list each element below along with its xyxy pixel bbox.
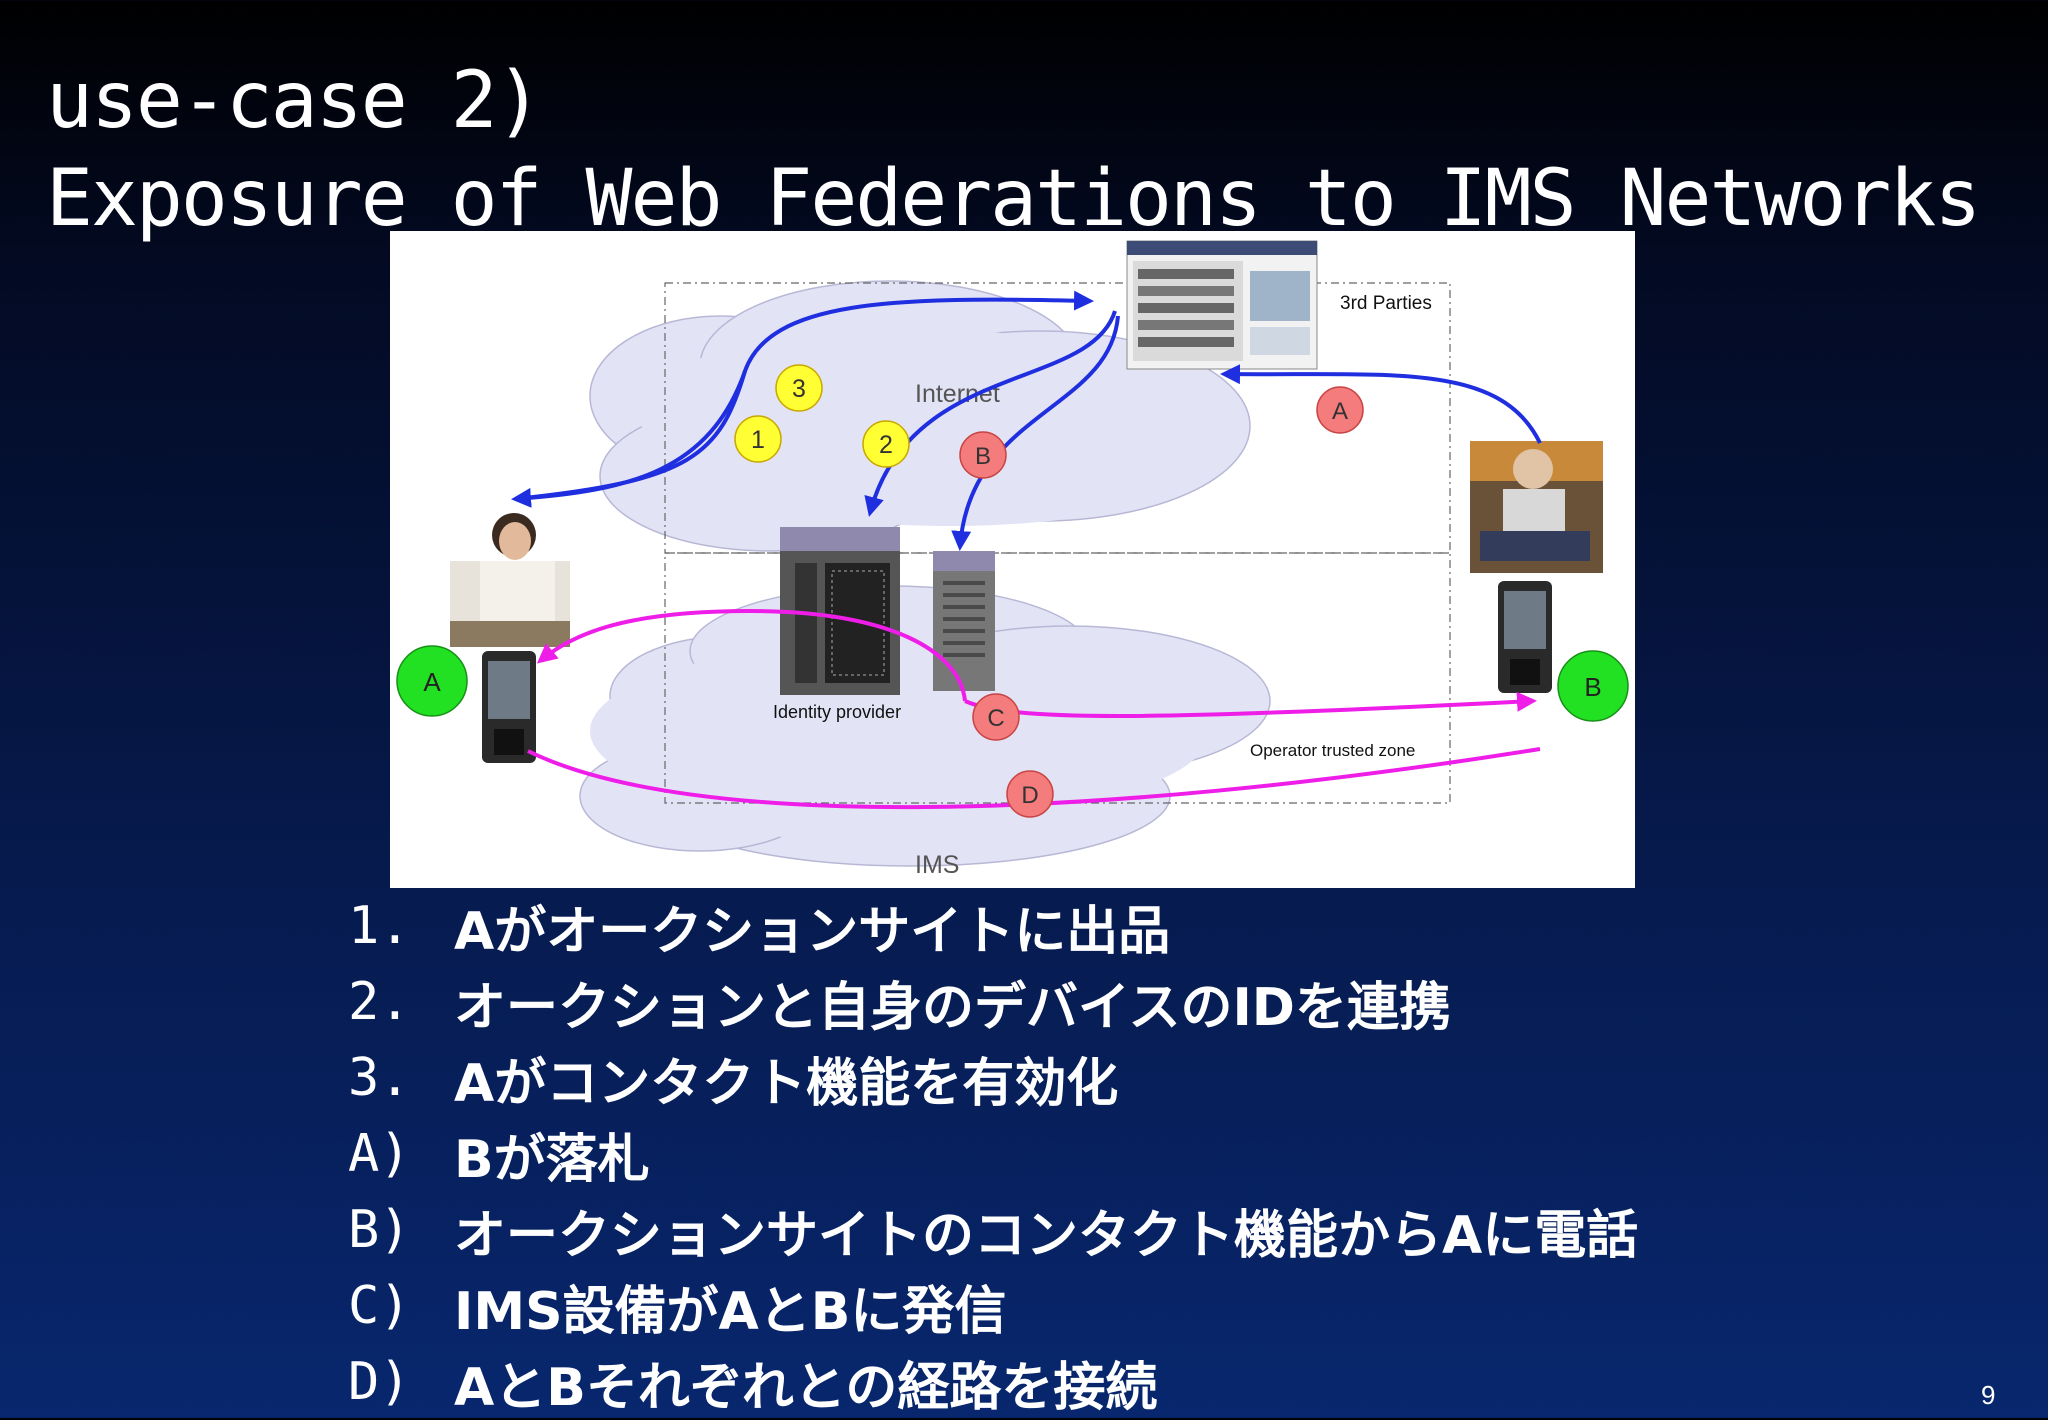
- step-item: 2. オークションと自身のデバイスのIDを連携: [348, 964, 1638, 1040]
- step-list: 1.Aがオークションサイトに出品 2.オークションと自身のデバイスのIDを連携 …: [348, 888, 1638, 1420]
- step-text: Bが落札: [454, 1129, 650, 1190]
- ims-label: IMS: [915, 851, 959, 879]
- step-text: Aがコンタクト機能を有効化: [454, 1053, 1119, 1114]
- step-number: 2.: [348, 972, 411, 1032]
- svg-text:2: 2: [879, 431, 893, 459]
- step-item: 1. Aがオークションサイトに出品: [348, 888, 1638, 964]
- third-parties-label: 3rd Parties: [1340, 293, 1432, 314]
- user-b-badge: B: [1557, 650, 1629, 722]
- marker-step-d: D: [1006, 770, 1054, 818]
- svg-text:A: A: [423, 667, 441, 697]
- svg-text:B: B: [975, 443, 991, 470]
- web-server: [933, 551, 995, 691]
- svg-text:C: C: [987, 705, 1004, 732]
- step-number: 3.: [348, 1048, 411, 1108]
- step-number: C): [348, 1276, 411, 1336]
- step-text: オークションと自身のデバイスのIDを連携: [454, 977, 1451, 1038]
- marker-step-c: C: [972, 693, 1020, 741]
- ims-cloud: [579, 585, 1271, 867]
- step-number: 1.: [348, 896, 411, 956]
- svg-text:A: A: [1332, 398, 1348, 425]
- step-text: オークションサイトのコンタクト機能からAに電話: [454, 1205, 1639, 1266]
- flow-d-path: [527, 747, 1541, 810]
- step-item: A) Bが落札: [348, 1116, 1638, 1192]
- flow-b-arrow: [951, 315, 1120, 551]
- step-text: Aがオークションサイトに出品: [454, 901, 1171, 962]
- third-party-web-page: [1126, 240, 1318, 370]
- step-text: AとBそれぞれとの経路を接続: [454, 1357, 1158, 1418]
- step-text: IMS設備がAとBに発信: [454, 1281, 1007, 1342]
- step-number: D): [348, 1352, 411, 1412]
- title-line-2: Exposure of Web Federations to IMS Netwo…: [46, 154, 1981, 244]
- step-number: B): [348, 1200, 411, 1260]
- page-number: 9: [1981, 1380, 1996, 1410]
- phone-a-icon: [482, 651, 536, 763]
- slide-title: use-case 2) Exposure of Web Federations …: [46, 52, 1981, 248]
- identity-provider-label: Identity provider: [773, 702, 901, 722]
- user-a-photo: [450, 513, 570, 647]
- internet-cloud: [589, 280, 1251, 552]
- architecture-diagram: 3rd Parties Internet Identity provider: [390, 231, 1635, 888]
- svg-text:B: B: [1584, 672, 1601, 702]
- step-item: C) IMS設備がAとBに発信: [348, 1268, 1638, 1344]
- svg-text:3: 3: [792, 375, 806, 403]
- marker-step-3: 3: [775, 364, 823, 412]
- marker-step-1: 1: [734, 415, 782, 463]
- step-item: D) AとBそれぞれとの経路を接続: [348, 1344, 1638, 1420]
- marker-step-a: A: [1316, 386, 1364, 434]
- marker-step-2: 2: [862, 420, 910, 468]
- flow-a-arrow: [1220, 364, 1542, 444]
- step-number: A): [348, 1124, 411, 1184]
- flow-c-to-a-arrow: [536, 608, 967, 702]
- third-party-zone: [664, 282, 1451, 554]
- flow-1-return-arrow: [511, 370, 747, 508]
- step-item: 3. Aがコンタクト機能を有効化: [348, 1040, 1638, 1116]
- svg-text:1: 1: [751, 426, 765, 454]
- operator-zone-label: Operator trusted zone: [1250, 741, 1415, 760]
- title-line-1: use-case 2): [46, 56, 543, 146]
- svg-text:D: D: [1021, 782, 1038, 809]
- step-item: B) オークションサイトのコンタクト機能からAに電話: [348, 1192, 1638, 1268]
- user-a-badge: A: [396, 645, 468, 717]
- user-b-photo: [1470, 441, 1603, 573]
- marker-step-b: B: [959, 431, 1007, 479]
- phone-b-icon: [1498, 581, 1552, 693]
